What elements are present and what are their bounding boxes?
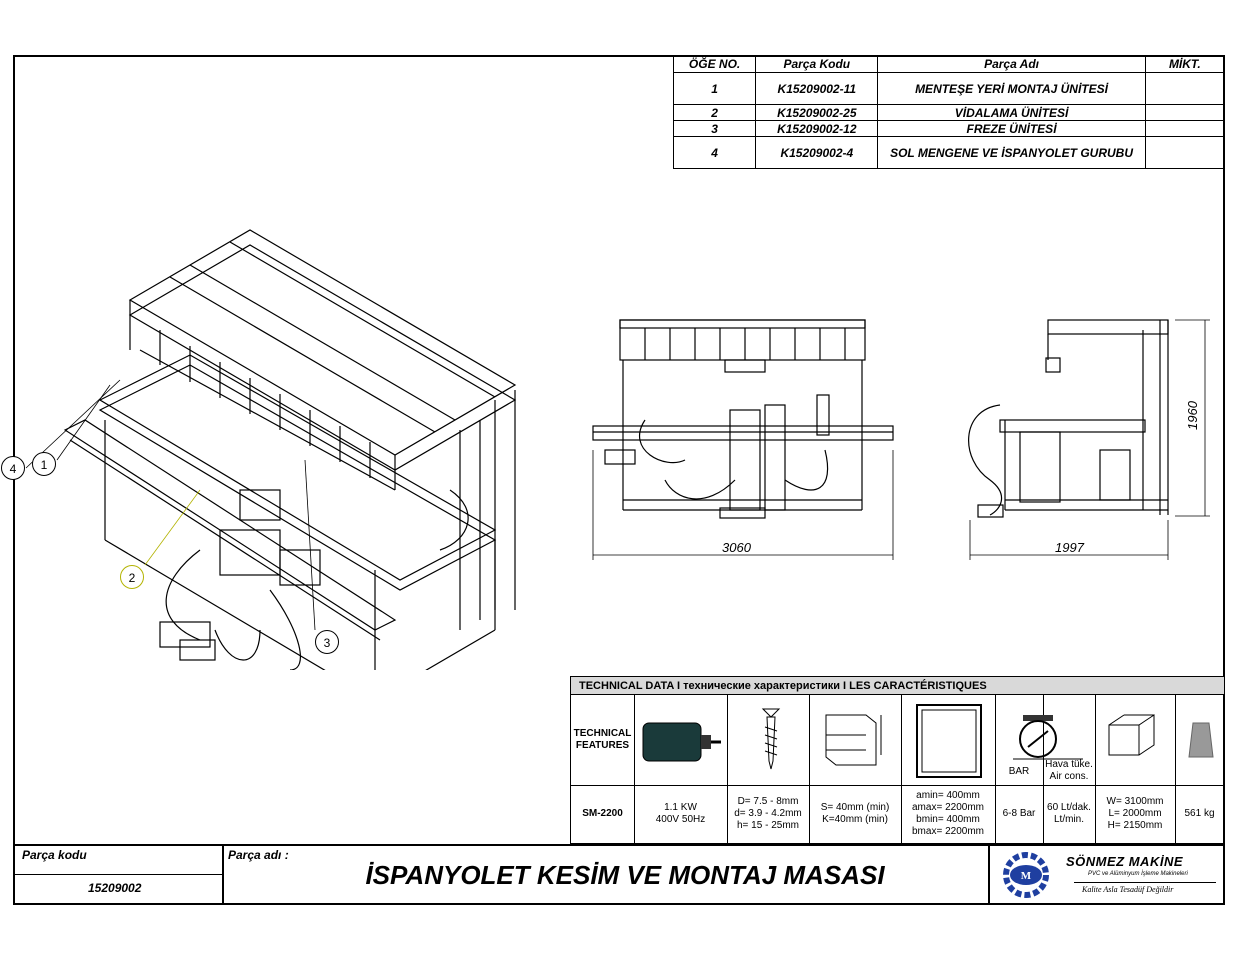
motor-icon <box>642 722 721 762</box>
profile-value: S= 40mm (min) K=40mm (min) <box>820 802 890 825</box>
col-divider <box>1095 695 1096 843</box>
drawing-frame <box>13 55 1225 905</box>
bar-label: BAR <box>1008 766 1030 777</box>
row-qty <box>1144 120 1226 137</box>
row-divider <box>571 785 1224 786</box>
col-divider <box>995 695 996 843</box>
part-name-label: Parça adı : <box>228 848 289 862</box>
company-slogan: Kalite Asla Tesadüf Değildir <box>1082 885 1174 894</box>
row-code: K15209002-4 <box>755 136 879 169</box>
callout-1: 1 <box>32 452 56 476</box>
col-divider <box>634 695 635 843</box>
front-view <box>592 319 894 560</box>
header-qty: MİKT. <box>1144 55 1226 73</box>
height-dimension: 1960 <box>1184 401 1200 430</box>
title-block-divider <box>222 844 224 905</box>
logo-divider <box>1074 882 1216 883</box>
row-no: 1 <box>672 72 757 105</box>
header-item-no: ÖĞE NO. <box>672 55 757 73</box>
motor-value: 1.1 KW 400V 50Hz <box>655 802 706 825</box>
part-code-label: Parça kodu <box>22 848 87 862</box>
screw-icon <box>761 708 781 770</box>
table-row: 4 K15209002-4 SOL MENGENE VE İSPANYOLET … <box>672 136 1226 169</box>
col-divider <box>1043 695 1044 843</box>
callout-3: 3 <box>315 630 339 654</box>
row-name: FREZE ÜNİTESİ <box>877 120 1146 137</box>
row-name: VİDALAMA ÜNİTESİ <box>877 104 1146 121</box>
frame-icon <box>916 704 982 778</box>
row-code: K15209002-12 <box>755 120 879 137</box>
row-code: K15209002-25 <box>755 104 879 121</box>
parts-table: ÖĞE NO. Parça Kodu Parça Adı MİKT. 1 K15… <box>672 55 1226 169</box>
pressure-value: 6-8 Bar <box>1002 808 1036 819</box>
svg-text:M: M <box>1021 870 1032 882</box>
col-divider <box>1175 695 1176 843</box>
title-block-divider <box>13 874 222 875</box>
pressure-gauge-icon <box>1013 715 1083 760</box>
technical-features-label: TECHNICAL FEATURES <box>573 728 632 751</box>
row-no: 3 <box>672 120 757 137</box>
title-block-divider <box>13 844 1225 846</box>
company-name: SÖNMEZ MAKİNE <box>1066 854 1183 869</box>
air-value: 60 Lt/dak. Lt/min. <box>1047 802 1091 825</box>
model-name: SM-2200 <box>582 808 623 819</box>
air-consumption-label: Hava tüke. Air cons. <box>1045 759 1093 782</box>
isometric-view <box>25 229 517 670</box>
table-row: 2 K15209002-25 VİDALAMA ÜNİTESİ <box>672 104 1226 121</box>
table-row: 3 K15209002-12 FREZE ÜNİTESİ <box>672 120 1226 137</box>
page-title: İSPANYOLET KESİM VE MONTAJ MASASI <box>365 860 885 890</box>
row-no: 2 <box>672 104 757 121</box>
profile-icon <box>825 714 882 766</box>
company-logo-icon: M <box>1003 852 1049 898</box>
col-divider <box>727 695 728 843</box>
part-code-value: 15209002 <box>88 881 142 895</box>
col-divider <box>901 695 902 843</box>
table-row: 1 K15209002-11 MENTEŞE YERİ MONTAJ ÜNİTE… <box>672 72 1226 105</box>
callout-4: 4 <box>1 456 25 480</box>
screw-value: D= 7.5 - 8mm d= 3.9 - 4.2mm h= 15 - 25mm <box>734 796 802 831</box>
company-subtitle: PVC ve Alüminyum İşleme Makineleri <box>1088 871 1188 877</box>
row-code: K15209002-11 <box>755 72 879 105</box>
weight-icon <box>1188 722 1214 758</box>
technical-data-header: TECHNICAL DATA I технические характерист… <box>571 677 1224 695</box>
row-name: MENTEŞE YERİ MONTAJ ÜNİTESİ <box>877 72 1146 105</box>
row-qty <box>1144 104 1226 121</box>
header-part-code: Parça Kodu <box>755 55 879 73</box>
frame-value: amin= 400mm amax= 2200mm bmin= 400mm bma… <box>912 790 984 837</box>
row-qty <box>1144 136 1226 169</box>
size-value: W= 3100mm L= 2000mm H= 2150mm <box>1106 796 1164 831</box>
front-width-dimension: 3060 <box>722 540 751 555</box>
box-dimensions-icon <box>1108 714 1155 756</box>
row-name: SOL MENGENE VE İSPANYOLET GURUBU <box>877 136 1146 169</box>
callout-2: 2 <box>120 565 144 589</box>
technical-data-table: TECHNICAL DATA I технические характерист… <box>570 676 1225 844</box>
col-divider <box>809 695 810 843</box>
side-width-dimension: 1997 <box>1055 540 1084 555</box>
weight-value: 561 kg <box>1184 808 1215 819</box>
row-qty <box>1144 72 1226 105</box>
row-no: 4 <box>672 136 757 169</box>
header-part-name: Parça Adı <box>877 55 1146 73</box>
side-view <box>968 319 1210 560</box>
title-block-divider <box>988 844 990 905</box>
